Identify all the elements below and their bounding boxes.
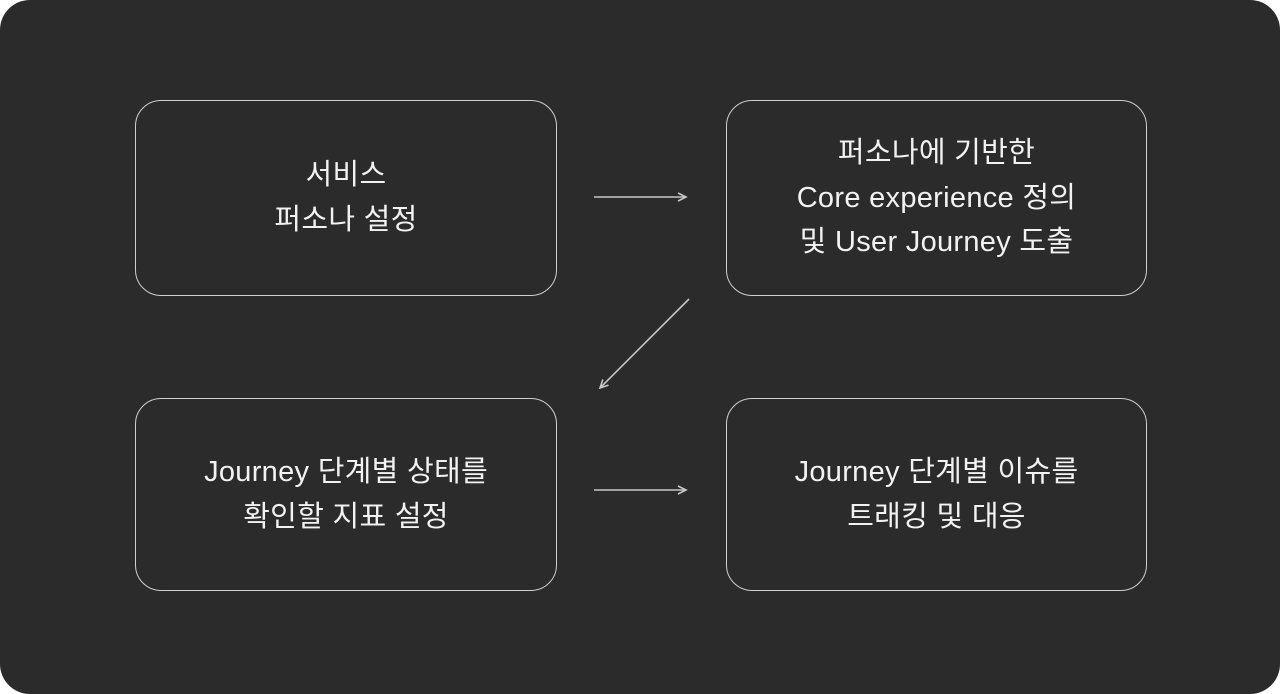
service-persona-box: 서비스 퍼소나 설정 bbox=[135, 100, 557, 296]
service-persona-box-line-2: 퍼소나 설정 bbox=[274, 204, 418, 236]
journey-metrics-box-line-1: Journey 단계별 상태를 bbox=[204, 455, 488, 488]
journey-metrics-box: Journey 단계별 상태를 확인할 지표 설정 bbox=[135, 398, 557, 591]
arrow-diagonal-down-left-icon bbox=[598, 298, 690, 390]
journey-issues-box-line-2: 트래킹 및 대응 bbox=[847, 500, 1026, 533]
core-experience-box: 퍼소나에 기반한 Core experience 정의 및 User Journ… bbox=[726, 100, 1147, 296]
core-experience-box-line-1: 퍼소나에 기반한 bbox=[837, 136, 1036, 169]
service-persona-box-line-1: 서비스 bbox=[305, 159, 387, 192]
journey-metrics-box-line-2: 확인할 지표 설정 bbox=[243, 500, 449, 533]
journey-issues-box-line-1: Journey 단계별 이슈를 bbox=[794, 455, 1079, 488]
core-experience-box-line-3: 및 User Journey 도출 bbox=[799, 226, 1074, 259]
core-experience-box-line-2: Core experience 정의 bbox=[796, 181, 1077, 214]
journey-issues-box: Journey 단계별 이슈를 트래킹 및 대응 bbox=[726, 398, 1147, 591]
